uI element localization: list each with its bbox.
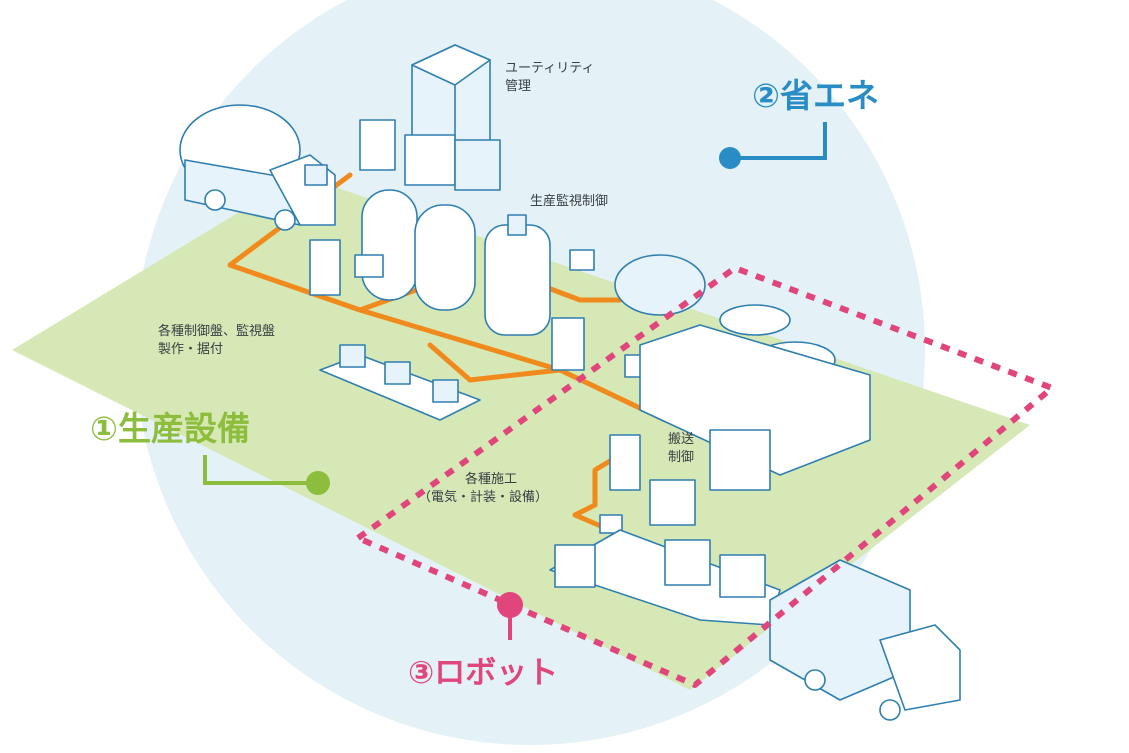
computer-desks xyxy=(319,344,481,421)
delivery-truck xyxy=(769,559,961,721)
production-monitoring-label: 生産監視制御 xyxy=(530,193,608,209)
storage-tanks xyxy=(361,189,551,336)
tanker-truck xyxy=(179,104,336,231)
utility-building xyxy=(359,44,501,191)
factory-floor xyxy=(12,175,1030,690)
robot-connector xyxy=(497,592,523,640)
panels-label: 各種制御盤、監視盤 xyxy=(158,323,275,339)
panels-label-2: 製作・据付 xyxy=(158,342,223,357)
conveyor-boxes xyxy=(549,479,781,626)
construction-label-2: （電気・計装・設備） xyxy=(418,489,548,505)
production-callout: ①生産設備 xyxy=(90,409,250,448)
conveyance-label: 搬送 xyxy=(668,432,694,447)
production-connector xyxy=(203,455,330,495)
energy-connector xyxy=(719,122,827,169)
construction-label: 各種施工 xyxy=(465,471,517,487)
conveyance-label-2: 制御 xyxy=(668,450,694,465)
utility-label: ユーティリティ xyxy=(505,61,594,76)
energy-callout: ②省エネ xyxy=(752,76,879,115)
utility-label-2: 管理 xyxy=(505,79,531,94)
bottling-machine xyxy=(614,254,871,491)
robot-zone-outline xyxy=(355,265,1055,688)
robot-callout: ③ロボット xyxy=(408,655,558,691)
